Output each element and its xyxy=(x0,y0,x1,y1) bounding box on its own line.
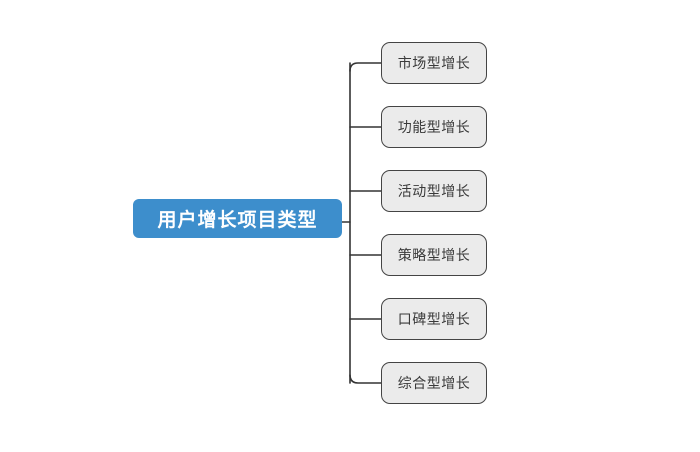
child-node-label: 综合型增长 xyxy=(397,375,471,391)
connector-branch-1 xyxy=(349,62,382,72)
root-node-label: 用户增长项目类型 xyxy=(157,210,318,231)
root-node[interactable]: 用户增长项目类型 xyxy=(133,199,342,238)
child-node-wordofmouth-growth[interactable]: 口碑型增长 xyxy=(381,298,487,340)
child-node-label: 功能型增长 xyxy=(397,119,471,135)
child-node-campaign-growth[interactable]: 活动型增长 xyxy=(381,170,487,212)
child-node-comprehensive-growth[interactable]: 综合型增长 xyxy=(381,362,487,404)
connector-branch-6 xyxy=(349,374,382,384)
child-node-feature-growth[interactable]: 功能型增长 xyxy=(381,106,487,148)
child-node-label: 策略型增长 xyxy=(397,247,471,263)
child-node-label: 活动型增长 xyxy=(397,183,471,199)
child-node-label: 市场型增长 xyxy=(397,55,471,71)
child-node-label: 口碑型增长 xyxy=(397,311,471,327)
child-node-market-growth[interactable]: 市场型增长 xyxy=(381,42,487,84)
child-node-strategy-growth[interactable]: 策略型增长 xyxy=(381,234,487,276)
